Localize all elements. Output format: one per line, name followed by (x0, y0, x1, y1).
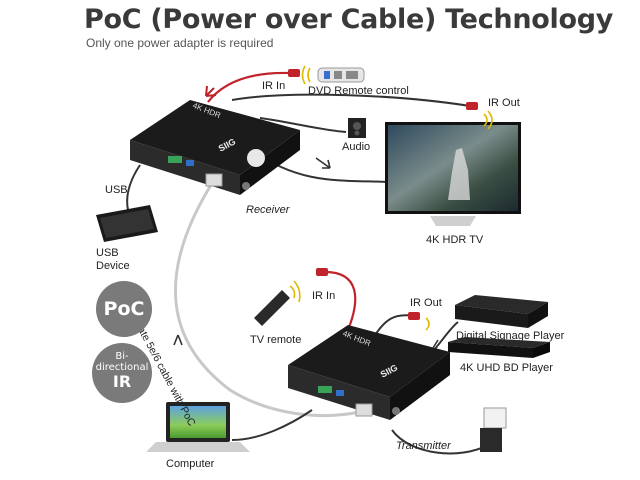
speaker-graphic (348, 118, 366, 138)
ir-out-top-label: IR Out (488, 97, 520, 109)
ir-out-bottom-label: IR Out (410, 297, 442, 309)
cat-cable (174, 179, 361, 417)
ir-out-cable-top (231, 93, 471, 107)
computer-cable (231, 409, 313, 441)
ir-badge-line1: Bi- (115, 351, 129, 362)
ir-in-cable-bottom (324, 270, 357, 331)
ir-in-sensor-bottom (316, 268, 328, 276)
power-adapter-graphic (480, 407, 507, 452)
arrow-ir-in-top (205, 85, 217, 97)
poc-badge: PoC (96, 281, 152, 337)
tv-label: 4K HDR TV (426, 234, 484, 246)
page-subtitle: Only one power adapter is required (86, 36, 274, 50)
bd-player-label: 4K UHD BD Player (460, 362, 553, 374)
usb-label: USB (105, 184, 128, 196)
tv-remote-label: TV remote (250, 334, 302, 346)
laptop-graphic (146, 402, 250, 452)
bidirectional-ir-badge: Bi- directional IR (92, 343, 152, 403)
receiver-device (130, 100, 300, 195)
audio-label: Audio (342, 141, 371, 153)
arrow-cable-up (173, 334, 183, 346)
arrow-to-tv (315, 157, 331, 169)
ir-out-emitter-top (466, 102, 478, 110)
ir-in-bottom-label: IR In (312, 290, 336, 302)
ir-badge-line3: IR (112, 372, 132, 391)
dvd-remote-graphic (301, 65, 365, 85)
transmitter-label: Transmitter (396, 440, 451, 452)
signage-label: Digital Signage Player (456, 330, 565, 342)
tv-remote-graphic (254, 280, 301, 326)
keyboard-graphic (96, 205, 158, 242)
signage-player-graphic (455, 295, 548, 328)
ir-in-top-label: IR In (262, 80, 286, 92)
bd-player-graphic (448, 337, 550, 358)
computer-label: Computer (166, 458, 215, 470)
tv-graphic (385, 122, 521, 226)
ir-badge-line2: directional (95, 362, 149, 373)
receiver-label: Receiver (246, 204, 290, 216)
page-title: PoC (Power over Cable) Technology (84, 4, 614, 35)
usb-device-label: USB Device (96, 247, 130, 272)
ir-out-emitter-bottom (408, 312, 420, 320)
audio-cable (259, 117, 347, 133)
transmitter-device (288, 325, 450, 420)
dvd-remote-label: DVD Remote control (308, 85, 409, 97)
power-cable (391, 429, 489, 455)
usb-cable (126, 164, 141, 211)
ir-in-sensor-top (288, 69, 300, 77)
